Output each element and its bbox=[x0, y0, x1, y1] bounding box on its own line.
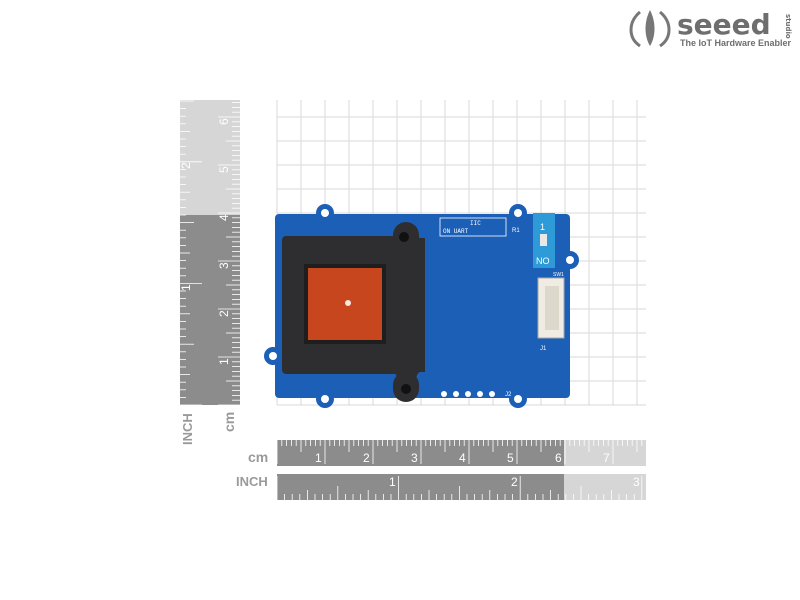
horizontal-ruler: 1 2 3 4 5 6 7 1 2 3 cm INCH bbox=[236, 440, 646, 500]
vertical-cm-tick-label: 5 bbox=[217, 166, 231, 173]
vertical-cm-label: cm bbox=[221, 412, 237, 432]
vertical-cm-tick-label: 4 bbox=[217, 214, 231, 221]
horizontal-inch-label: INCH bbox=[236, 474, 268, 489]
switch-label-no: NO bbox=[536, 256, 550, 266]
silkscreen-j2: J2 bbox=[505, 392, 512, 398]
horizontal-cm-label: cm bbox=[248, 449, 268, 465]
seeed-logo: seeed studio The IoT Hardware Enabler bbox=[629, 8, 792, 48]
vertical-cm-tick-label: 1 bbox=[217, 358, 231, 365]
vertical-ruler: 1 2 3 4 5 6 1 2 INCH cm bbox=[179, 100, 240, 445]
silkscreen-sw1: SW1 bbox=[553, 272, 564, 278]
horizontal-cm-tick-label: 2 bbox=[363, 451, 370, 465]
silkscreen-j1: J1 bbox=[540, 346, 547, 352]
horizontal-cm-tick-label: 5 bbox=[507, 451, 514, 465]
horizontal-cm-tick-label: 6 bbox=[555, 451, 562, 465]
vertical-inch-label: INCH bbox=[180, 413, 195, 445]
vertical-cm-tick-label: 6 bbox=[217, 118, 231, 125]
horizontal-cm-tick-label: 7 bbox=[603, 451, 610, 465]
horizontal-cm-tick-label: 1 bbox=[315, 451, 322, 465]
silkscreen-uart: ON UART bbox=[443, 228, 469, 235]
logo-suffix: studio bbox=[784, 14, 792, 39]
sensor-window bbox=[308, 268, 382, 340]
vertical-cm-tick-label: 2 bbox=[217, 310, 231, 317]
switch-label-1: 1 bbox=[540, 222, 545, 232]
horizontal-cm-tick-label: 3 bbox=[411, 451, 418, 465]
silkscreen-iic: IIC bbox=[470, 220, 481, 227]
sensor-board: ON UART IIC 1 NO J1 J2 R1 SW1 bbox=[264, 204, 579, 408]
logo-tagline: The IoT Hardware Enabler bbox=[680, 38, 792, 48]
vertical-inch-tick-label: 1 bbox=[179, 284, 193, 291]
horizontal-cm-tick-label: 4 bbox=[459, 451, 466, 465]
vertical-cm-tick-label: 3 bbox=[217, 262, 231, 269]
silkscreen-r1: R1 bbox=[512, 228, 520, 234]
logo-brand: seeed bbox=[677, 8, 771, 41]
horizontal-inch-tick-label: 1 bbox=[389, 475, 396, 489]
vertical-inch-tick-label: 2 bbox=[179, 162, 193, 169]
horizontal-inch-tick-label: 3 bbox=[633, 475, 640, 489]
horizontal-inch-tick-label: 2 bbox=[511, 475, 518, 489]
